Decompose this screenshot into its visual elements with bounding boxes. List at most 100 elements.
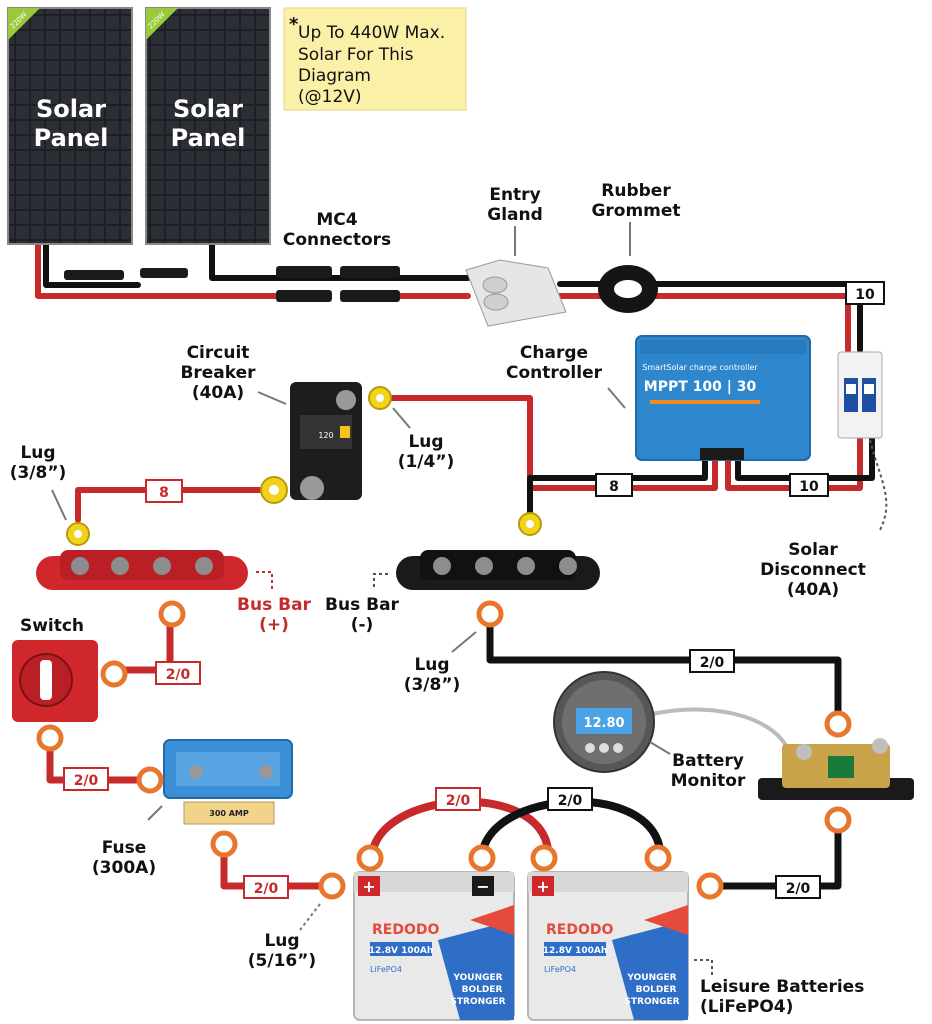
leisure-batteries-callout: Leisure Batteries (LiFePO4) — [694, 959, 864, 1017]
wattage-badge — [146, 8, 178, 40]
solar-disconnect-label: Disconnect — [760, 560, 866, 580]
monitor-display: 12.80 — [583, 716, 624, 731]
max-solar-note: * Up To 440W Max. Solar For This Diagram… — [283, 7, 467, 111]
lug-label: (3/8”) — [10, 463, 67, 483]
circuit-breaker-label: Breaker — [180, 363, 256, 383]
battery-monitor-label: Battery — [672, 751, 744, 771]
fuse: 300 AMP Fuse (300A) — [92, 739, 293, 878]
pv-wire-positive — [35, 242, 851, 353]
solar-panel-label: Panel — [34, 124, 109, 152]
bus-bar-pos-label: (+) — [259, 615, 289, 635]
solar-panel-2: 220W Solar Panel — [145, 7, 271, 245]
solar-panel-label: Solar — [173, 95, 243, 123]
note-asterisk: * — [289, 14, 299, 35]
rubber-grommet-label: Grommet — [591, 201, 680, 221]
solar-disconnect-label: (40A) — [787, 580, 839, 600]
switch-to-fuse — [46, 736, 152, 784]
lug-five-sixteenths-callout: Lug (5/16”) — [248, 903, 321, 971]
lug-three-eighths-top: Lug (3/8”) — [10, 443, 90, 546]
battery-slogan: YOUNGER — [626, 973, 676, 983]
battery-lugs — [318, 844, 724, 900]
battery-brand: REDODO — [546, 922, 613, 938]
gauge-tag: 2/0 — [435, 787, 481, 811]
breaker-rating: 120 — [318, 431, 333, 440]
positive-terminal-label: + — [362, 877, 375, 896]
lug-label: (1/4”) — [398, 452, 455, 472]
bus-neg-to-shunt — [486, 616, 842, 724]
shunt-to-battery — [708, 816, 842, 890]
bus-bar-pos-label: Bus Bar — [237, 595, 312, 615]
gauge-label: 8 — [159, 485, 169, 501]
gauge-tag: 2/0 — [243, 875, 289, 899]
gauge-label: 2/0 — [74, 773, 99, 789]
fuse-label: Fuse — [102, 838, 147, 858]
lug-label: (5/16”) — [248, 951, 316, 971]
rubber-grommet: Rubber Grommet — [591, 181, 681, 313]
battery-spec: 12.8V 100Ah — [543, 946, 607, 956]
gauge-label: 2/0 — [446, 793, 471, 809]
gauge-tag: 8 — [595, 473, 633, 497]
gauge-label: 2/0 — [558, 793, 583, 809]
mc4-connectors: MC4 Connectors — [64, 210, 400, 302]
battery-2: REDODO 12.8V 100Ah LiFePO4 YOUNGER BOLDE… — [527, 871, 689, 1021]
lug-bus-pos-bottom — [158, 600, 186, 628]
battery-brand: REDODO — [372, 922, 439, 938]
circuit-breaker-label: (40A) — [192, 383, 244, 403]
solar-panel-label: Panel — [171, 124, 246, 152]
note-text: Up To 440W Max. — [298, 23, 445, 43]
gauge-tag: 10 — [789, 473, 829, 497]
bus-bar-positive: Bus Bar (+) — [36, 550, 312, 635]
leisure-batteries-label: Leisure Batteries — [700, 977, 864, 997]
entry-gland-label: Entry — [489, 185, 540, 205]
note-text: Solar For This — [298, 45, 414, 65]
gauge-label: 2/0 — [254, 881, 279, 897]
lug-shunt-bottom — [824, 806, 852, 834]
gauge-label: 2/0 — [786, 881, 811, 897]
battery-chem: LiFePO4 — [544, 965, 576, 974]
mc4-label: Connectors — [283, 230, 391, 250]
wattage-badge — [8, 8, 40, 40]
switch-label: Switch — [20, 616, 84, 636]
bus-bar-negative: Bus Bar (-) — [325, 550, 600, 635]
lug-label: Lug — [20, 443, 55, 463]
lug-label: Lug — [408, 432, 443, 452]
battery-monitor: 12.80 Battery Monitor — [553, 671, 746, 791]
gauge-tag: 2/0 — [689, 649, 735, 673]
lug-bus-neg-top — [518, 512, 542, 536]
battery-slogan: STRONGER — [624, 997, 679, 1007]
entry-gland-label: Gland — [487, 205, 543, 225]
gauge-tag: 8 — [145, 479, 183, 503]
gauge-tag: 2/0 — [155, 661, 201, 685]
mc4-label: MC4 — [316, 210, 357, 230]
bus-bar-neg-label: Bus Bar — [325, 595, 400, 615]
lug-switch-right — [100, 660, 128, 688]
lug-label: (3/8”) — [404, 675, 461, 695]
solar-panel-label: Solar — [36, 95, 106, 123]
gauge-label: 2/0 — [166, 667, 191, 683]
battery-1: REDODO 12.8V 100Ah LiFePO4 YOUNGER BOLDE… — [353, 871, 515, 1021]
gauge-tag: 2/0 — [63, 767, 109, 791]
lug-breaker-bottom — [260, 476, 288, 504]
gauge-label: 8 — [609, 479, 619, 495]
solar-disconnect: Solar Disconnect (40A) — [760, 351, 888, 600]
lug-switch-bottom — [36, 724, 64, 752]
lug-label: Lug — [414, 655, 449, 675]
solar-panel-1: 220W Solar Panel — [7, 7, 133, 245]
positive-terminal-label: + — [536, 877, 549, 896]
entry-gland: Entry Gland — [465, 185, 567, 327]
charge-controller-label: Charge — [520, 343, 588, 363]
controller-model: MPPT 100 | 30 — [644, 379, 757, 395]
lug-three-eighths-mid: Lug (3/8”) — [404, 600, 504, 695]
battery-spec: 12.8V 100Ah — [369, 946, 433, 956]
battery-slogan: BOLDER — [636, 985, 677, 995]
controller-brand: SmartSolar charge controller — [642, 363, 758, 372]
bus-bar-neg-label: (-) — [351, 615, 374, 635]
fuse-label: (300A) — [92, 858, 156, 878]
lug-quarter-inch: Lug (1/4”) — [368, 386, 455, 472]
shunt — [758, 738, 914, 800]
leisure-batteries-label: (LiFePO4) — [700, 997, 793, 1017]
battery-switch: Switch — [12, 616, 98, 722]
gauge-tag: 2/0 — [547, 787, 593, 811]
fuse-rating: 300 AMP — [209, 809, 249, 818]
